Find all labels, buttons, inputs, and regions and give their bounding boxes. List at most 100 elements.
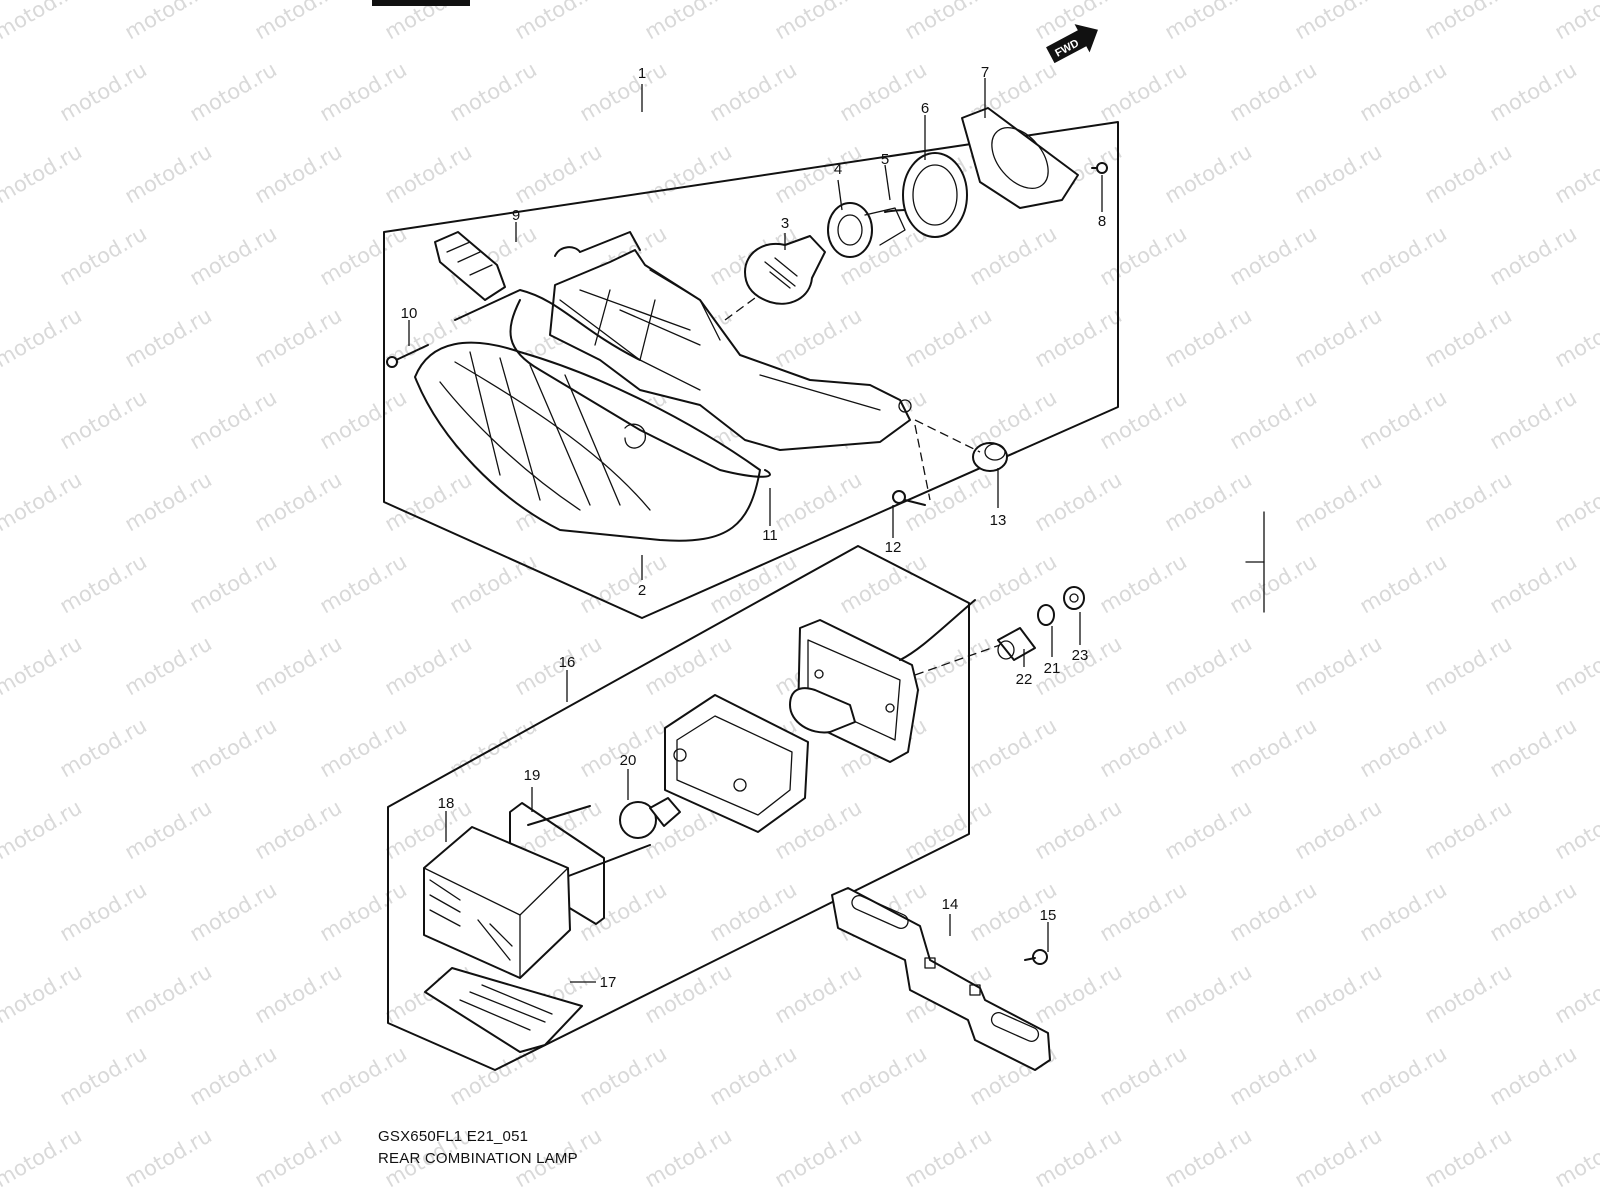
callout-22: 22	[1016, 671, 1033, 688]
watermark-text: motod.ru	[1421, 0, 1516, 44]
right-edge-marker	[1245, 511, 1265, 613]
watermark-text: motod.ru	[186, 385, 281, 454]
watermark-text: motod.ru	[511, 0, 606, 44]
part-2-lens	[414, 341, 761, 542]
watermark-text: motod.ru	[1031, 467, 1126, 536]
callout-17: 17	[600, 974, 617, 991]
figure-number-fragment	[372, 0, 470, 6]
watermark-text: motod.ru	[121, 467, 216, 536]
part-22-spacer	[997, 627, 1036, 661]
watermark-text: motod.ru	[186, 57, 281, 126]
watermark-text: motod.ru	[576, 877, 671, 946]
watermark-text: motod.ru	[511, 139, 606, 208]
watermark-text: motod.ru	[901, 795, 996, 864]
callout-10: 10	[401, 305, 418, 322]
lower-assembly-line	[914, 644, 1001, 676]
watermark-text: motod.ru	[901, 303, 996, 372]
watermark-text: motod.ru	[706, 1041, 801, 1110]
watermark-text: motod.ru	[1486, 221, 1581, 290]
leader-lines	[408, 78, 1103, 983]
watermark-text: motod.ru	[56, 549, 151, 618]
watermark-text: motod.ru	[251, 139, 346, 208]
watermark-text: motod.ru	[836, 57, 931, 126]
watermark-text: motod.ru	[316, 385, 411, 454]
watermark-text: motod.ru	[1486, 549, 1581, 618]
watermark-text: motod.ru	[1421, 959, 1516, 1028]
watermark-text: motod.ru	[966, 221, 1061, 290]
watermark-text: motod.ru	[1291, 467, 1386, 536]
watermark-text: motod.ru	[1161, 467, 1256, 536]
watermark-text: motod.ru	[121, 631, 216, 700]
watermark-text: motod.ru	[1096, 221, 1191, 290]
watermark-text: motod.ru	[1161, 959, 1256, 1028]
watermark-text: motod.ru	[56, 57, 151, 126]
watermark-text: motod.ru	[1486, 57, 1581, 126]
watermark-text: motod.ru	[1161, 1123, 1256, 1192]
watermark-text: motod.ru	[1161, 795, 1256, 864]
watermark-text: motod.ru	[1291, 139, 1386, 208]
watermark-text: motod.ru	[1226, 221, 1321, 290]
watermark-text: motod.ru	[1031, 303, 1126, 372]
watermark-text: motod.ru	[1551, 795, 1600, 864]
watermark-text: motod.ru	[771, 303, 866, 372]
watermark-text: motod.ru	[0, 631, 86, 700]
upper-assembly-lines	[724, 297, 981, 501]
watermark-text: motod.ru	[56, 713, 151, 782]
watermark-text: motod.ru	[0, 467, 86, 536]
watermark-text: motod.ru	[1161, 139, 1256, 208]
watermark-text: motod.ru	[251, 1123, 346, 1192]
callout-7: 7	[981, 64, 989, 81]
watermark-text: motod.ru	[1291, 1123, 1386, 1192]
watermark-text: motod.ru	[1226, 1041, 1321, 1110]
watermark-text: motod.ru	[1096, 877, 1191, 946]
callout-9: 9	[512, 207, 520, 224]
watermark-text: motod.ru	[1356, 385, 1451, 454]
callout-23: 23	[1072, 647, 1089, 664]
callout-layer: 1 2 3 4 5 6 7 8 9 10 11 12 13 14 15 16 1…	[401, 64, 1107, 991]
watermark-text: motod.ru	[576, 549, 671, 618]
watermark-text: motod.ru	[1551, 0, 1600, 44]
watermark-text: motod.ru	[316, 1041, 411, 1110]
part-7-gasket	[961, 107, 1079, 209]
callout-1: 1	[638, 65, 646, 82]
watermark-text: motod.ru	[0, 139, 86, 208]
watermark-text: motod.ru	[1031, 1123, 1126, 1192]
watermark-text: motod.ru	[1226, 549, 1321, 618]
watermark-text: motod.ru	[251, 0, 346, 44]
watermark-text: motod.ru	[381, 139, 476, 208]
watermark-text: motod.ru	[771, 1123, 866, 1192]
watermark-text: motod.ru	[1226, 713, 1321, 782]
part-18-lens	[423, 826, 571, 979]
watermark-text: motod.ru	[771, 959, 866, 1028]
watermark-text: motod.ru	[1421, 303, 1516, 372]
watermark-text: motod.ru	[1356, 221, 1451, 290]
watermark-text: motod.ru	[1291, 303, 1386, 372]
part-11-cushion	[509, 299, 771, 478]
callout-14: 14	[942, 896, 959, 913]
watermark-text: motod.ru	[381, 0, 476, 44]
callout-8: 8	[1098, 213, 1106, 230]
watermark-text: motod.ru	[1421, 139, 1516, 208]
watermark-text: motod.ru	[56, 385, 151, 454]
watermark-text: motod.ru	[1161, 303, 1256, 372]
part-1-housing	[454, 231, 912, 451]
watermark-text: motod.ru	[1096, 713, 1191, 782]
callout-4: 4	[834, 161, 842, 178]
callout-11: 11	[762, 527, 778, 544]
watermark-text: motod.ru	[1421, 631, 1516, 700]
watermark-text: motod.ru	[186, 549, 281, 618]
callout-3: 3	[781, 215, 789, 232]
watermark-text: motod.ru	[1031, 795, 1126, 864]
watermark-text: motod.ru	[1031, 959, 1126, 1028]
watermark-text: motod.ru	[576, 713, 671, 782]
callout-13: 13	[990, 512, 1007, 529]
watermark-text: motod.ru	[1161, 631, 1256, 700]
watermark-text: motod.ru	[1486, 385, 1581, 454]
watermark-text: motod.ru	[706, 877, 801, 946]
watermark-text: motod.ru	[121, 303, 216, 372]
watermark-text: motod.ru	[966, 385, 1061, 454]
part-16-lamp-base	[789, 599, 976, 763]
watermark-text: motod.ru	[121, 795, 216, 864]
part-14-bracket	[831, 887, 1051, 1071]
